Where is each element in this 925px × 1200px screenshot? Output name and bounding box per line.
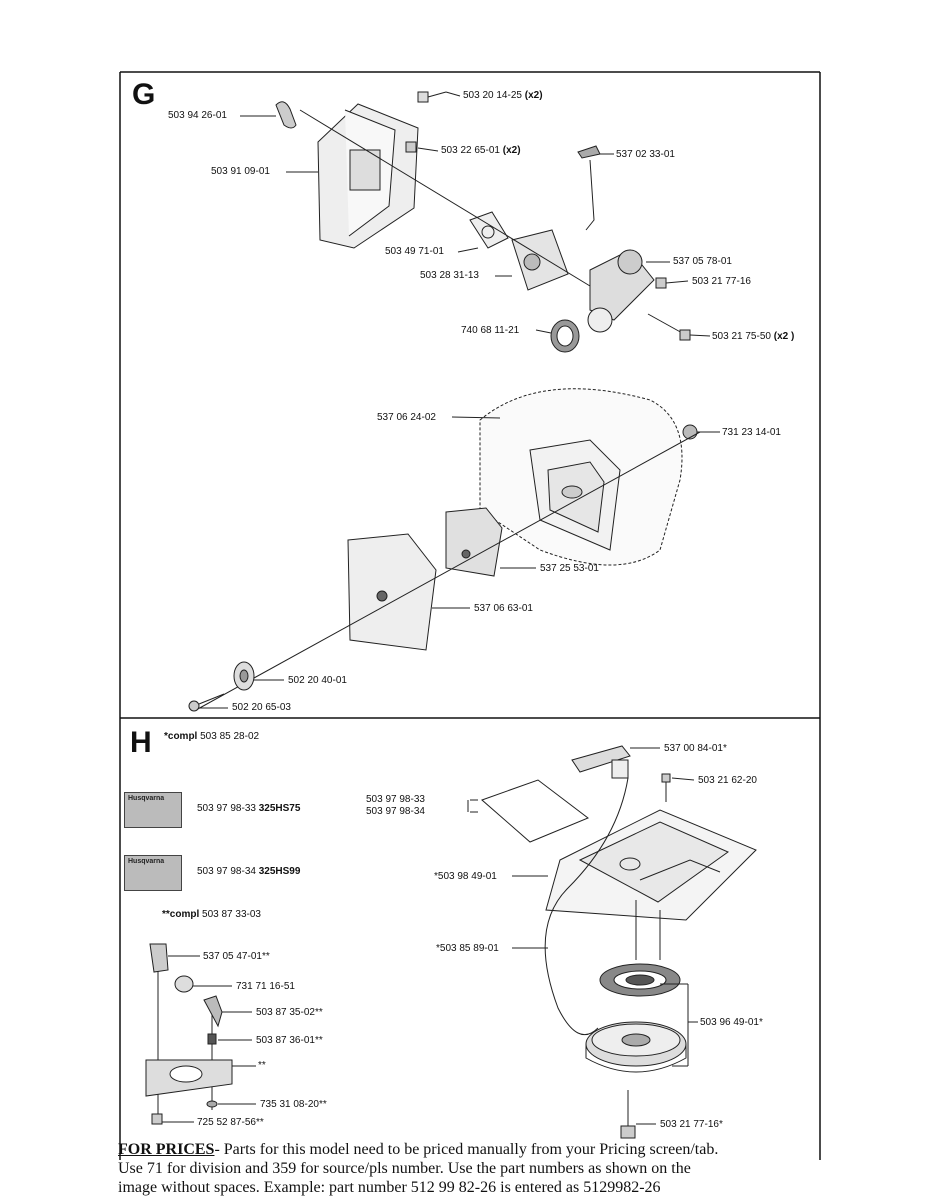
screw-icon [151,1113,194,1125]
diagram-frame [119,71,821,1160]
part-label[interactable]: 740 68 11-21 [461,325,520,336]
bolt-icon [188,693,228,712]
assembly-axis [195,431,701,711]
compl-note: *compl 503 85 28-02 [164,731,260,742]
filter-cover-icon [347,533,470,651]
recoil-spring-icon [599,963,681,997]
part-label[interactable]: 503 20 14-25 (x2) [463,90,543,101]
decal-image: Husqvarna [124,792,182,828]
part-label[interactable]: *503 98 49-01 [434,871,497,882]
carburetor-icon [495,229,569,291]
compl-note: **compl 503 87 33-03 [162,909,261,920]
section-h-letter: H [130,726,152,759]
air-filter-base-icon [451,416,621,551]
spring-icon [207,1033,252,1045]
nut-icon [174,975,232,993]
throttle-link-icon [577,145,614,231]
part-label[interactable]: 502 20 65-03 [232,702,291,713]
part-label[interactable]: 537 00 84-01* [664,743,727,754]
part-label[interactable]: 537 05 47-01** [203,951,270,962]
part-label[interactable]: 503 21 62-20 [698,775,757,786]
air-filter-icon [445,507,536,577]
part-label[interactable]: 725 52 87-56** [197,1117,264,1128]
part-label[interactable]: *503 85 89-01 [436,943,499,954]
carburetor-cover-icon [286,103,419,249]
part-label[interactable]: 502 20 40-01 [288,675,347,686]
washer-icon [206,1100,256,1108]
clip-icon [240,101,297,129]
part-label[interactable]: 503 21 77-16* [660,1119,723,1130]
pawl-icon [203,995,252,1028]
footer-line-3: image without spaces. Example: part numb… [118,1179,661,1196]
pricing-instructions: FOR PRICES- Parts for this model need to… [118,1140,818,1197]
for-prices-heading: FOR PRICES [118,1141,215,1158]
part-label[interactable]: 537 02 33-01 [616,149,675,160]
part-label[interactable]: 503 97 98-33 [366,794,425,805]
part-label[interactable]: 731 71 16-51 [236,981,295,992]
part-label[interactable]: 503 97 98-33 325HS75 [197,803,301,814]
part-label[interactable]: 503 91 09-01 [211,166,270,177]
knob-icon [233,661,284,691]
part-label[interactable]: 503 96 49-01* [700,1017,763,1028]
section-g-letter: G [132,78,156,111]
part-label[interactable]: 503 21 77-16 [692,276,751,287]
screw-icon [620,1090,656,1139]
pulley-icon [585,1021,687,1073]
seal-ring-icon [535,319,580,353]
screw-icon [417,91,461,103]
part-label[interactable]: 537 06 24-02 [377,412,436,423]
footer-line-1: FOR PRICES- Parts for this model need to… [118,1141,719,1158]
part-label[interactable]: 735 31 08-20** [260,1099,327,1110]
part-label[interactable]: 503 87 36-01** [256,1035,323,1046]
part-label[interactable]: 731 23 14-01 [722,427,781,438]
pawl-icon [149,943,200,973]
bracket-line [660,983,698,1067]
part-label[interactable]: 503 22 65-01 (x2) [441,145,521,156]
part-label[interactable]: 537 06 63-01 [474,603,533,614]
part-label[interactable]: 503 87 35-02** [256,1007,323,1018]
screw-icon [661,773,695,802]
decal-plate-icon [467,779,589,843]
starter-pulley-base-icon [145,1059,256,1097]
decal-image: Husqvarna [124,855,182,891]
bolt-icon [647,313,711,341]
starter-rope-icon [544,777,629,1036]
screw-icon [655,277,689,289]
part-label[interactable]: 503 21 75-50 (x2 ) [712,331,795,342]
intake-adapter-icon [587,249,670,333]
part-label[interactable]: ** [258,1060,266,1071]
assembly-axis [299,109,591,287]
footer-line-2: Use 71 for division and 359 for source/p… [118,1160,691,1177]
part-label[interactable]: 503 97 98-34 325HS99 [197,866,301,877]
nut-icon [405,141,417,153]
part-label[interactable]: 537 05 78-01 [673,256,732,267]
part-label[interactable]: 503 97 98-34 [366,806,425,817]
part-label[interactable]: 537 25 53-01 [540,563,599,574]
part-label[interactable]: 503 49 71-01 [385,246,444,257]
starter-housing-icon [512,809,757,921]
starter-handle-icon [571,745,660,779]
gasket-icon [457,211,509,253]
part-label[interactable]: 503 28 31-13 [420,270,479,281]
part-label[interactable]: 503 94 26-01 [168,110,227,121]
nut-icon [682,424,720,440]
